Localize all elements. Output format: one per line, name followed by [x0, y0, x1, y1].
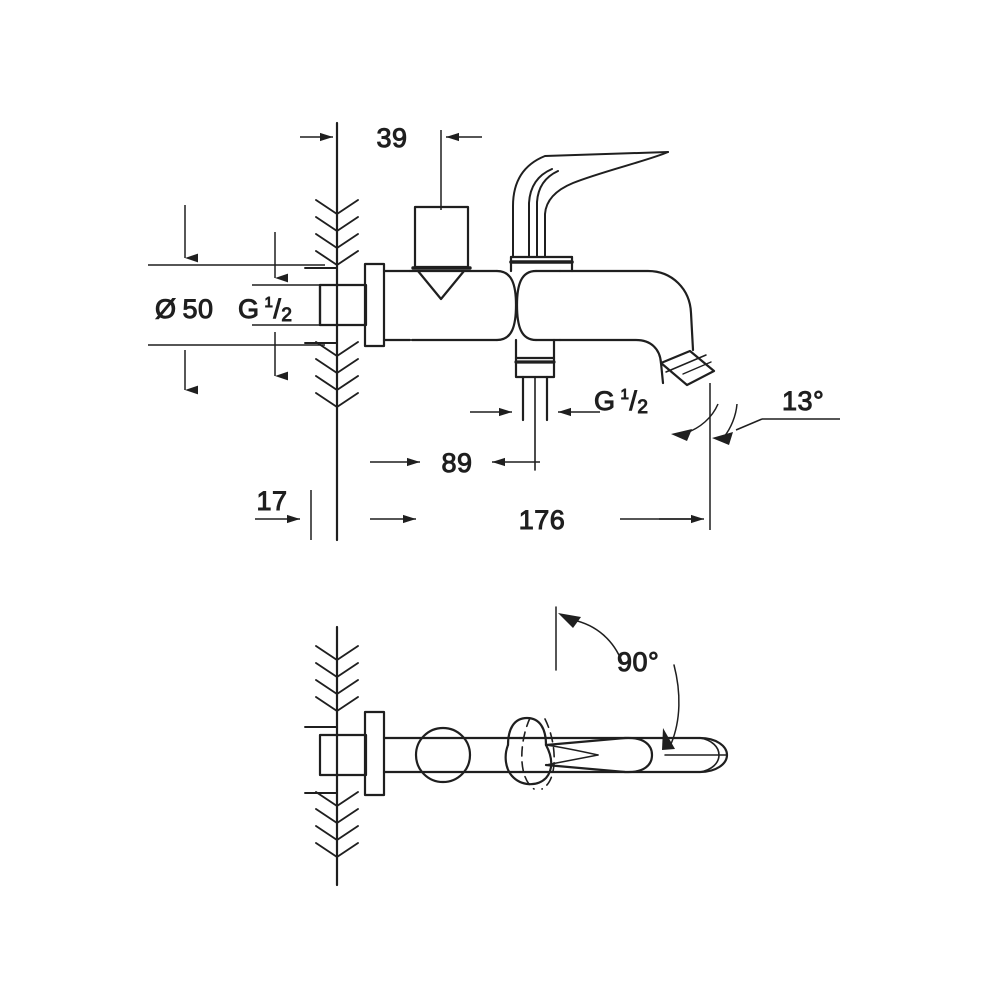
dim-39-label: 39	[376, 123, 407, 153]
spout	[558, 269, 716, 387]
dim-39: 39	[300, 123, 482, 210]
plan-wall-hatch-upper	[304, 644, 359, 736]
wall-flange	[318, 262, 386, 348]
mixer-body	[382, 269, 562, 342]
wall-hatch-upper	[304, 199, 359, 271]
dim-angle-90-label: 90°	[617, 647, 659, 677]
plan-wall-hatch-lower	[304, 789, 359, 881]
plan-view: 90°	[304, 606, 729, 887]
plan-wall-section	[304, 625, 359, 887]
dim-17-label: 17	[256, 486, 287, 516]
wall-section	[304, 121, 359, 542]
dim-89-label: 89	[441, 448, 472, 478]
dim-176-label: 176	[519, 505, 566, 535]
elevation-view	[304, 121, 716, 542]
lever-handle	[512, 151, 669, 258]
dim-176: 176	[370, 383, 711, 536]
lever-base	[509, 255, 574, 273]
plan-wall-flange	[318, 710, 386, 797]
dim-angle-13-label: 13°	[782, 386, 824, 416]
dim-89: 89	[370, 448, 540, 479]
plan-body	[382, 726, 522, 784]
shower-outlet	[514, 338, 556, 471]
dim-angle-90: 90°	[555, 606, 728, 756]
dim-angle-13: 13°	[671, 386, 840, 445]
dim-17: 17	[255, 486, 312, 540]
plan-lever-handle	[504, 716, 654, 790]
